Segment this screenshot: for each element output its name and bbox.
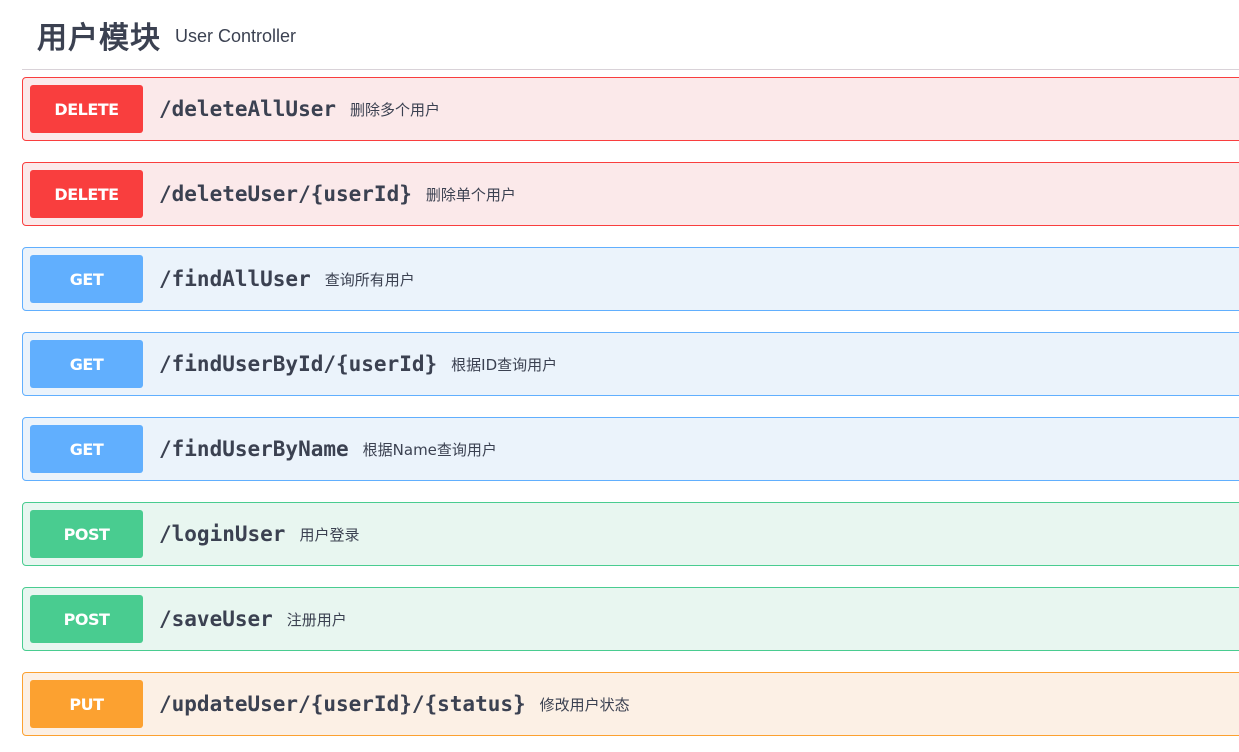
method-badge: DELETE xyxy=(30,170,143,218)
method-badge: GET xyxy=(30,340,143,388)
operation-find-user-by-name[interactable]: GET /findUserByName 根据Name查询用户 xyxy=(22,417,1239,481)
method-badge: GET xyxy=(30,425,143,473)
method-badge: POST xyxy=(30,510,143,558)
operation-path: /deleteUser/{userId} xyxy=(159,182,412,206)
operation-summary: 删除单个用户 xyxy=(425,185,516,204)
tag-description: User Controller xyxy=(175,26,297,46)
tag-section-header[interactable]: 用户模块 User Controller xyxy=(22,0,1239,70)
operation-find-user-by-id[interactable]: GET /findUserById/{userId} 根据ID查询用户 xyxy=(22,332,1239,396)
operation-summary: 根据ID查询用户 xyxy=(451,355,558,374)
method-badge: GET xyxy=(30,255,143,303)
operation-delete-user[interactable]: DELETE /deleteUser/{userId} 删除单个用户 xyxy=(22,162,1239,226)
operation-path: /findUserByName xyxy=(159,437,349,461)
operation-find-all-user[interactable]: GET /findAllUser 查询所有用户 xyxy=(22,247,1239,311)
operation-summary: 根据Name查询用户 xyxy=(362,440,497,459)
method-badge: PUT xyxy=(30,680,143,728)
operation-path: /deleteAllUser xyxy=(159,97,337,121)
operation-path: /findUserById/{userId} xyxy=(159,352,438,376)
method-badge: POST xyxy=(30,595,143,643)
operation-summary: 注册用户 xyxy=(286,610,347,629)
operation-path: /saveUser xyxy=(159,607,273,631)
operation-path: /updateUser/{userId}/{status} xyxy=(159,692,526,716)
operation-summary: 删除多个用户 xyxy=(350,100,441,119)
operation-update-user[interactable]: PUT /updateUser/{userId}/{status} 修改用户状态 xyxy=(22,672,1239,736)
operation-summary: 修改用户状态 xyxy=(539,695,630,714)
operation-path: /loginUser xyxy=(159,522,286,546)
operation-delete-all-user[interactable]: DELETE /deleteAllUser 删除多个用户 xyxy=(22,77,1239,141)
operation-save-user[interactable]: POST /saveUser 注册用户 xyxy=(22,587,1239,651)
operation-summary: 用户登录 xyxy=(299,525,360,544)
operation-path: /findAllUser xyxy=(159,267,311,291)
operations-list: DELETE /deleteAllUser 删除多个用户 DELETE /del… xyxy=(22,77,1239,752)
tag-name: 用户模块 xyxy=(37,20,161,56)
operation-login-user[interactable]: POST /loginUser 用户登录 xyxy=(22,502,1239,566)
method-badge: DELETE xyxy=(30,85,143,133)
operation-summary: 查询所有用户 xyxy=(324,270,415,289)
